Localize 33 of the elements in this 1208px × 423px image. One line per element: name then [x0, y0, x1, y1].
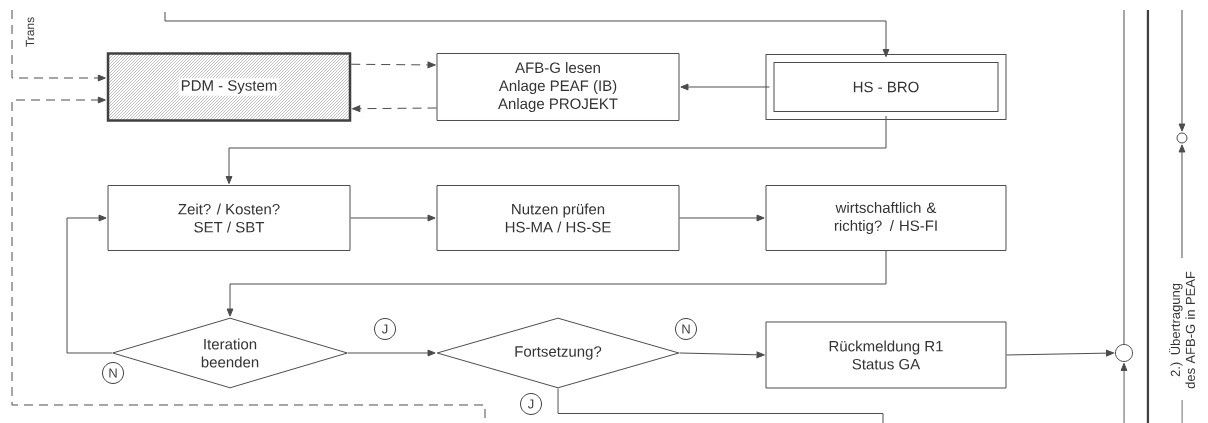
process-box: Nutzen prüfen HS-MA / HS-SE [436, 185, 680, 251]
arrow [679, 351, 765, 359]
arrow [679, 214, 765, 222]
process-box: AFB-G lesen Anlage PEAF (IB) Anlage PROJEKT [436, 53, 680, 121]
circled-letter: N [675, 318, 697, 340]
rotated-label: Trans [25, 17, 35, 47]
arrow [66, 214, 113, 354]
arrow [350, 214, 436, 222]
arrow [350, 61, 436, 69]
arrow [347, 349, 436, 357]
arrow [1120, 362, 1128, 423]
circled-letter: N [102, 362, 124, 384]
arrow [225, 115, 887, 185]
connector-line [557, 388, 884, 423]
connector-line [1123, 9, 1125, 345]
process-box: wirtschaftlich & richtig? / HS-FI [765, 185, 1007, 251]
circled-letter: J [520, 393, 542, 415]
arrow [1006, 349, 1115, 357]
arrow [11, 96, 486, 419]
process-box: Zeit? / Kosten? SET / SBT [107, 185, 351, 251]
arrow [164, 11, 890, 58]
circled-letter: J [374, 318, 396, 340]
arrow [1178, 9, 1186, 132]
process-box: HS - BRO [765, 54, 1007, 120]
system-box: PDM - System [106, 52, 352, 122]
arrow [1178, 144, 1186, 259]
rotated-label: 2.) Übertragung des AFB-G in PEAF [1169, 271, 1195, 389]
arrow [680, 83, 770, 91]
junction-circle [1115, 344, 1133, 362]
arrow [226, 250, 887, 317]
arrow [11, 9, 106, 82]
arrow [352, 105, 437, 113]
process-box: Rückmeldung R1 Status GA [765, 321, 1007, 389]
